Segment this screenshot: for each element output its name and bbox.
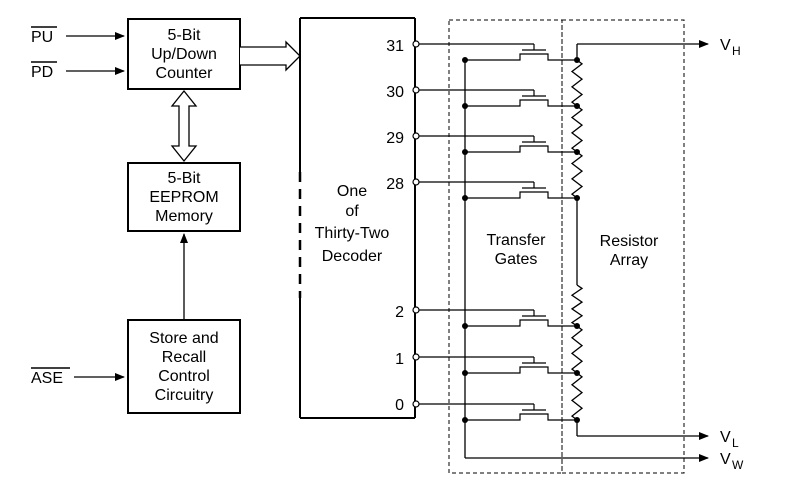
counter-line-1: 5-Bit xyxy=(168,27,201,44)
pu-label: PU xyxy=(31,29,53,46)
store-line-1: Store and xyxy=(149,330,218,347)
decoder-output-1: 1 xyxy=(395,351,404,368)
ase-label: ASE xyxy=(31,370,63,387)
wiper-junction-dot xyxy=(462,149,468,155)
decoder-output-pin xyxy=(412,400,420,408)
eeprom-block: 5-Bit EEPROM Memory xyxy=(127,162,241,232)
vl-label: V xyxy=(720,429,731,446)
decoder-line-2: of xyxy=(345,203,359,220)
decoder-line-3: Thirty-Two xyxy=(315,225,390,242)
transfer-gates-label-1: Transfer xyxy=(487,232,547,249)
gate-channel xyxy=(465,99,577,107)
store-line-2: Recall xyxy=(162,349,206,366)
gate-channel xyxy=(465,413,577,421)
gate-channel xyxy=(465,53,577,61)
vl-subscript: L xyxy=(732,436,739,450)
resistor-29-28 xyxy=(570,151,584,199)
eeprom-line-3: Memory xyxy=(155,208,213,225)
decoder-output-pin xyxy=(412,353,420,361)
vh-subscript: H xyxy=(732,44,741,58)
decoder-output-pin xyxy=(412,306,420,314)
resistor-junction-dot xyxy=(574,149,580,155)
decoder-output-pin xyxy=(412,40,420,48)
resistor-junction-dot xyxy=(574,323,580,329)
resistor-junction-dot xyxy=(574,57,580,63)
decoder-output-28: 28 xyxy=(386,176,404,193)
counter-line-3: Counter xyxy=(156,65,214,82)
wiper-junction-dot xyxy=(462,323,468,329)
eeprom-line-1: 5-Bit xyxy=(168,170,201,187)
decoder-output-pin xyxy=(412,86,420,94)
gate-channel xyxy=(465,145,577,153)
wiper-junction-dot xyxy=(462,57,468,63)
decoder-line-1: One xyxy=(337,183,367,200)
resistor-array-label-1: Resistor xyxy=(600,233,659,250)
decoder-line-4: Decoder xyxy=(322,248,383,265)
store-line-3: Control xyxy=(158,368,210,385)
resistor-junction-dot xyxy=(574,195,580,201)
resistor-2-1 xyxy=(570,325,584,374)
counter-line-2: Up/Down xyxy=(151,46,217,63)
vh-terminal: V H xyxy=(720,37,741,58)
resistor-array-label-2: Array xyxy=(610,252,648,269)
decoder-output-pin xyxy=(412,178,420,186)
ase-input: ASE xyxy=(31,367,125,387)
store-line-4: Circuitry xyxy=(155,387,214,404)
decoder-output-30: 30 xyxy=(386,84,404,101)
resistor-junction-dot xyxy=(574,103,580,109)
transfer-gate-network xyxy=(412,40,584,458)
resistor-30-29 xyxy=(570,105,584,153)
resistor-1-0 xyxy=(570,372,584,421)
store-recall-block: Store and Recall Control Circuitry xyxy=(127,319,241,414)
vh-label: V xyxy=(720,37,731,54)
wiper-junction-dot xyxy=(462,370,468,376)
decoder-output-2: 2 xyxy=(395,304,404,321)
gate-channel xyxy=(465,366,577,374)
resistor-junction-dot xyxy=(574,417,580,423)
vl-terminal: V L xyxy=(720,429,739,450)
wiper-junction-dot xyxy=(462,195,468,201)
decoder-block: One of Thirty-Two Decoder xyxy=(298,17,416,419)
gate-channel xyxy=(465,319,577,327)
vw-subscript: W xyxy=(732,458,744,472)
counter-eeprom-bidirectional-arrow xyxy=(170,89,198,163)
gate-channel xyxy=(465,191,577,199)
eeprom-line-2: EEPROM xyxy=(149,189,218,206)
wiper-junction-dot xyxy=(462,103,468,109)
decoder-output-pin xyxy=(412,132,420,140)
pu-input: PU xyxy=(31,26,125,46)
counter-block: 5-Bit Up/Down Counter xyxy=(127,18,241,90)
decoder-output-31: 31 xyxy=(386,38,404,55)
vw-label: V xyxy=(720,451,731,468)
resistor-junction-dot xyxy=(574,370,580,376)
decoder-output-29: 29 xyxy=(386,130,404,147)
vw-terminal: V W xyxy=(720,451,744,472)
decoder-output-0: 0 xyxy=(395,397,404,414)
wiper-junction-dot xyxy=(462,417,468,423)
pd-label: PD xyxy=(31,64,53,81)
transfer-gates-region xyxy=(448,19,563,474)
transfer-gates-label-2: Gates xyxy=(495,251,538,268)
resistor-3-2 xyxy=(570,284,584,327)
resistor-31-30 xyxy=(570,59,584,107)
counter-decoder-bus-arrow xyxy=(240,40,301,72)
pd-input: PD xyxy=(31,61,125,81)
